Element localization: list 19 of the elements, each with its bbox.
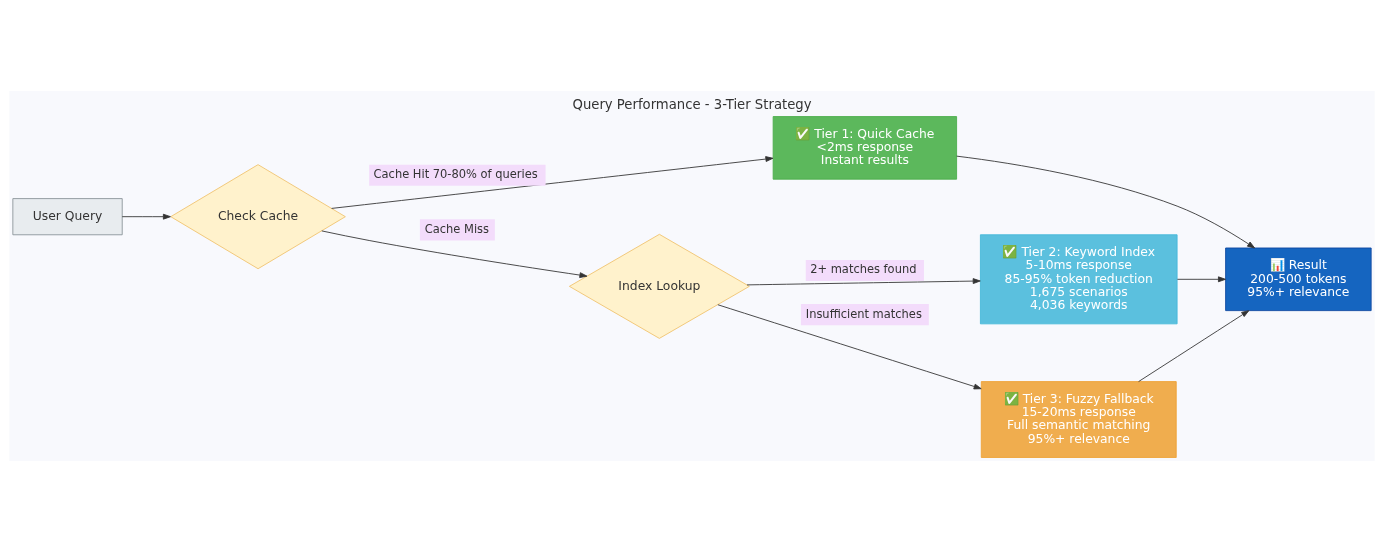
node-diamond: Check Cache — [170, 164, 346, 270]
diagram-title: Query Performance - 3-Tier Strategy — [572, 96, 812, 112]
node-diamond: Index Lookup — [568, 233, 750, 339]
node-box: ✅ Tier 3: Fuzzy Fallback 15-20ms response Full semantic matching 95%+ relevance — [980, 381, 1177, 458]
edge-label: 2+ matches found — [810, 262, 917, 277]
edge-label: Cache Hit 70-80% of queries — [373, 167, 538, 182]
arrow — [746, 278, 981, 286]
node-box: 📊 Result 200-500 tokens 95%+ relevance — [1225, 247, 1372, 312]
node-box: ✅ Tier 1: Quick Cache <2ms response Instant results — [772, 116, 958, 180]
arrow — [1177, 276, 1226, 283]
arrow — [121, 213, 171, 220]
arrow — [956, 155, 1256, 249]
arrow — [1138, 310, 1250, 383]
node-box: User Query — [12, 198, 123, 236]
arrow — [331, 156, 774, 209]
node-box: ✅ Tier 2: Keyword Index 5-10ms response 85-95% token reduction 1,675 scenarios 4,036 keywords — [979, 234, 1178, 325]
arrow — [321, 230, 588, 278]
edge-label: Insufficient matches — [805, 306, 922, 321]
edge-label: Cache Miss — [424, 221, 490, 236]
